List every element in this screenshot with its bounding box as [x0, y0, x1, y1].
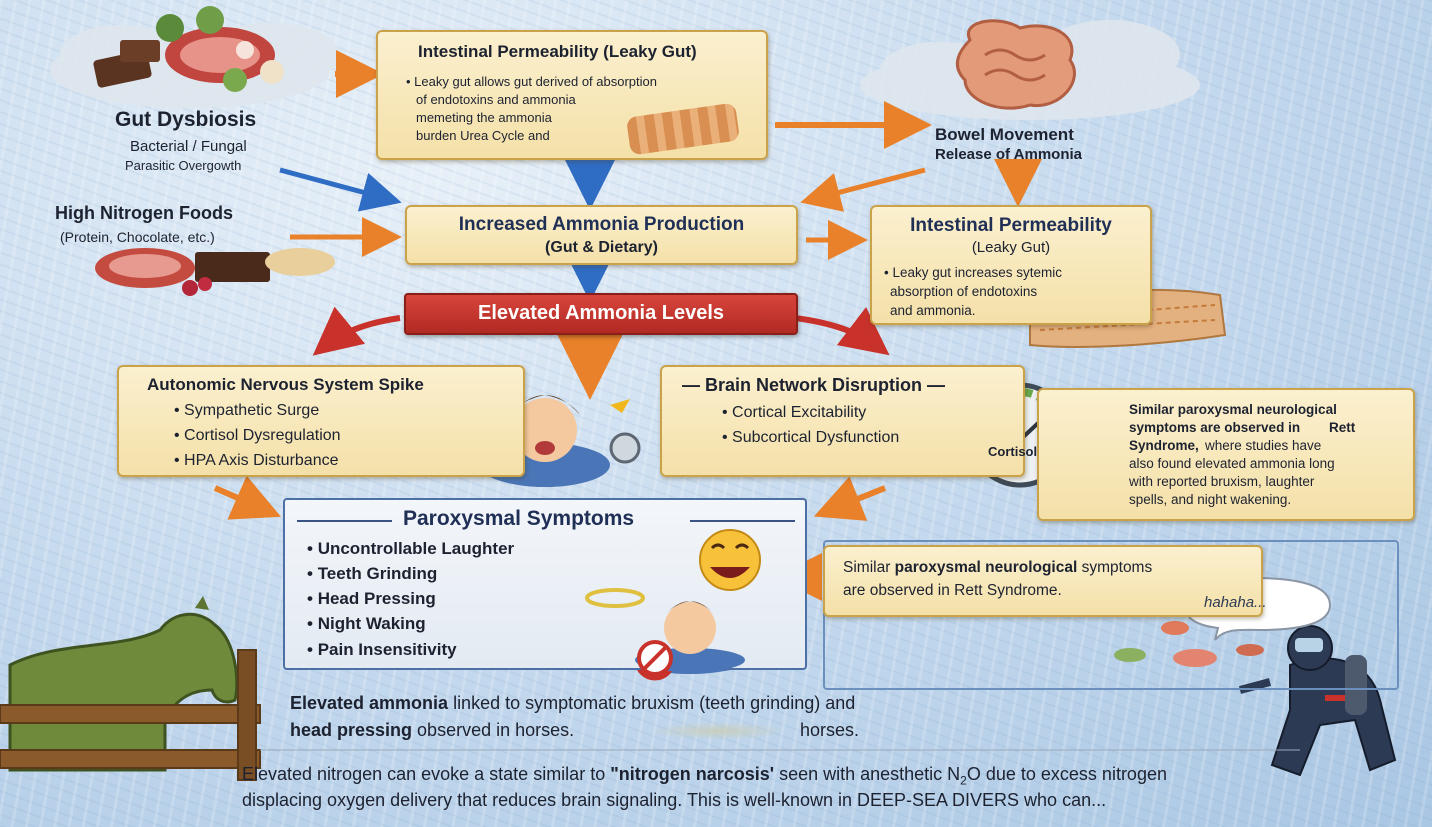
- paroxysmal-title: Paroxysmal Symptoms: [403, 507, 635, 530]
- leaky-gut-right-subtitle: (Leaky Gut): [971, 239, 1051, 256]
- leaky-gut-right-line: and ammonia.: [890, 303, 976, 318]
- high-nitrogen-title: High Nitrogen Foods: [55, 203, 233, 223]
- gut-dysbiosis-line2: Parasitic Overgowth: [125, 158, 242, 173]
- meat-chocolate-illustration: [93, 6, 284, 92]
- bowel-movement-title: Bowel Movement: [935, 125, 1074, 144]
- ans-spike-item: Cortisol Dysregulation: [174, 427, 341, 445]
- leaky-gut-right-box: Intestinal Permeability (Leaky Gut) • Le…: [870, 205, 1152, 325]
- symptom-item: Head Pressing: [307, 589, 436, 609]
- elevated-ammonia-banner: Elevated Ammonia Levels: [404, 293, 798, 335]
- tissue-strip-graphic: [625, 102, 741, 156]
- symptom-item: Pain Insensitivity: [307, 640, 457, 660]
- rett-box-line1: Similar paroxysmal neurological: [1129, 402, 1337, 417]
- symptom-item: Night Waking: [307, 614, 426, 634]
- symptom-item: Teeth Grinding: [307, 564, 438, 584]
- gut-dysbiosis-title: Gut Dysbiosis: [115, 108, 257, 131]
- cortisol-gauge-label: Cortisol: [988, 444, 1038, 459]
- ammonia-production-subtitle: (Gut & Dietary): [545, 239, 658, 256]
- leaky-gut-right-title: Intestinal Permeability: [910, 215, 1112, 236]
- child-covering-ears-illustration: [465, 395, 641, 487]
- ans-spike-box: Autonomic Nervous System Spike Sympathet…: [117, 365, 525, 477]
- rett-box-line4: also found elevated ammonia long: [1129, 456, 1335, 471]
- ammonia-production-box: Increased Ammonia Production (Gut & Diet…: [405, 205, 798, 265]
- leaky-gut-top-line: memeting the ammonia: [416, 110, 552, 125]
- brain-disruption-item: Cortical Excitability: [722, 404, 866, 422]
- horses-line2: head pressing observed in horses.: [290, 720, 575, 740]
- rett-box-line3: where studies have: [1205, 438, 1322, 453]
- rett-box-line2b: Rett: [1329, 420, 1356, 435]
- leaky-gut-top-line: burden Urea Cycle and: [416, 128, 550, 143]
- footer-line2: displacing oxygen delivery that reduces …: [242, 790, 1107, 810]
- high-nitrogen-subtitle: (Protein, Chocolate, etc.): [60, 229, 215, 245]
- title-rule-right: [690, 520, 795, 522]
- horse-fence-illustration: [0, 596, 261, 781]
- horses-line1: Elevated ammonia linked to symptomatic b…: [290, 693, 856, 713]
- title-rule-left: [297, 520, 392, 522]
- elevated-ammonia-label: Elevated Ammonia Levels: [477, 302, 725, 324]
- rett-box-line5: with reported bruxism, laughter: [1129, 474, 1315, 489]
- leaky-gut-right-line: • Leaky gut increases sytemic: [884, 265, 1063, 280]
- symptom-item: Uncontrollable Laughter: [307, 539, 514, 559]
- bowel-movement-subtitle: Release of Ammonia: [935, 146, 1082, 163]
- rett-small-box: Similar paroxysmal neurological symptoms…: [823, 545, 1263, 617]
- rett-box-line6: spells, and night wakening.: [1129, 492, 1292, 507]
- ans-spike-title: Autonomic Nervous System Spike: [147, 375, 424, 394]
- paroxysmal-symptoms-box: Paroxysmal Symptoms Uncontrollable Laugh…: [283, 498, 807, 670]
- ans-spike-item: HPA Axis Disturbance: [174, 452, 338, 470]
- leaky-gut-top-title: Intestinal Permeability (Leaky Gut): [418, 42, 697, 61]
- horses-line2-tail: horses.: [800, 720, 860, 740]
- brain-disruption-title: — Brain Network Disruption —: [682, 375, 946, 395]
- leaky-gut-top-box: Intestinal Permeability (Leaky Gut) • Le…: [376, 30, 768, 160]
- gut-dysbiosis-line1: Bacterial / Fungal: [130, 138, 247, 155]
- rett-box-line3-bold: Syndrome,: [1129, 438, 1199, 453]
- faded-stones-graphic: [648, 722, 788, 740]
- speech-bubble-text: hahaha...: [1204, 594, 1267, 611]
- ammonia-production-title: Increased Ammonia Production: [458, 214, 745, 235]
- rett-small-line1: Similar paroxysmal neurological symptoms: [843, 559, 1153, 576]
- leaky-gut-top-line: of endotoxins and ammonia: [416, 92, 576, 107]
- high-nitrogen-food-illustration: [95, 248, 335, 296]
- rett-box-line2: symptoms are observed in: [1129, 420, 1301, 435]
- ans-spike-item: Sympathetic Surge: [174, 402, 319, 420]
- leaky-gut-top-line: • Leaky gut allows gut derived of absorp…: [406, 74, 657, 89]
- rett-syndrome-box: Similar paroxysmal neurological symptoms…: [1037, 388, 1415, 521]
- rett-small-line2: are observed in Rett Syndrome.: [843, 582, 1062, 599]
- brain-disruption-item: Subcortical Dysfunction: [722, 429, 899, 447]
- leaky-gut-right-line: absorption of endotoxins: [890, 284, 1038, 299]
- intestines-illustration: [955, 19, 1076, 110]
- brain-disruption-box: — Brain Network Disruption — Cortical Ex…: [660, 365, 1025, 477]
- footer-line1: Elevated nitrogen can evoke a state simi…: [242, 764, 1167, 788]
